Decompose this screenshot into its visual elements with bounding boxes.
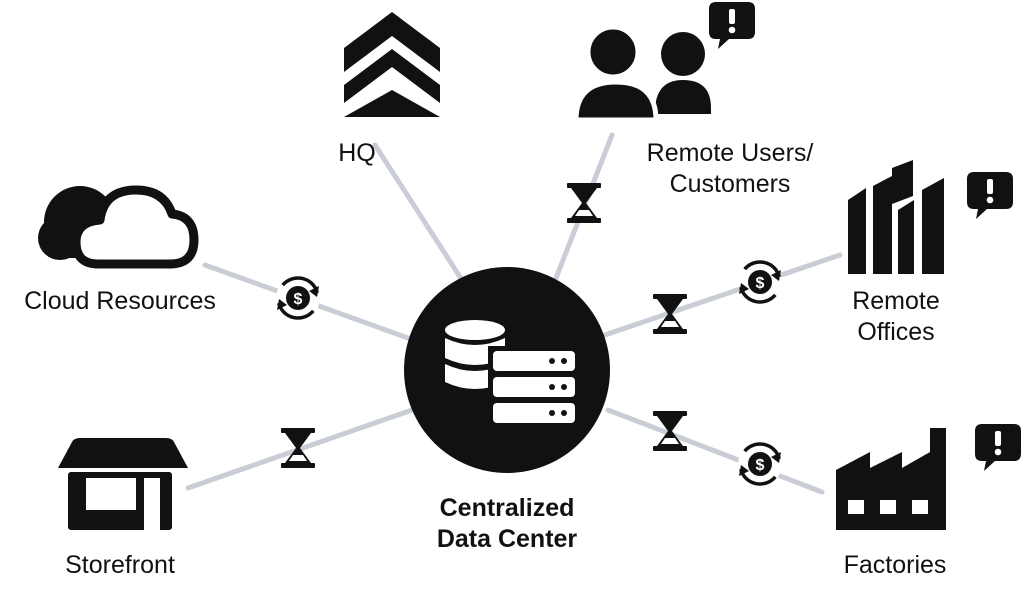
label-remote-users: Remote Users/ Customers <box>630 138 830 200</box>
hourglass-icon <box>567 183 601 223</box>
dollar-cycle-icon <box>274 274 322 322</box>
storefront-icon <box>58 438 188 530</box>
dollar-cycle-icon <box>736 258 784 306</box>
label-data-center-line2: Data Center <box>436 525 578 553</box>
label-hq-line1: HQ <box>338 139 376 167</box>
data-center-node <box>404 267 610 473</box>
office-buildings-icon <box>848 160 944 274</box>
hourglass-icon <box>653 294 687 334</box>
alert-bubble-icon <box>709 2 755 49</box>
alert-bubble-icon <box>967 172 1013 219</box>
cloud-icon <box>38 185 199 269</box>
label-factories-line1: Factories <box>843 551 947 579</box>
dollar-cycle-icon <box>736 440 784 488</box>
label-storefront-line1: Storefront <box>65 551 175 579</box>
label-remote-users-line2: Customers <box>669 170 791 198</box>
label-remote-offices-line1: Remote <box>852 287 940 315</box>
label-data-center: Centralized Data Center <box>407 493 607 555</box>
label-remote-offices-line2: Offices <box>857 318 935 346</box>
label-storefront: Storefront <box>50 550 190 581</box>
label-data-center-line1: Centralized <box>439 494 575 522</box>
alert-bubble-icon <box>975 424 1021 471</box>
connector-hq <box>372 142 465 283</box>
users-icon <box>573 24 711 123</box>
label-factories: Factories <box>830 550 960 581</box>
chevron-stack-icon <box>344 12 440 117</box>
connector-remote-offices <box>602 252 843 338</box>
label-cloud-line1: Cloud Resources <box>24 287 216 315</box>
label-remote-users-line1: Remote Users/ <box>646 139 814 167</box>
label-remote-offices: Remote Offices <box>836 286 956 348</box>
connector-factories <box>605 407 825 495</box>
label-cloud: Cloud Resources <box>10 286 230 317</box>
label-hq: HQ <box>332 138 382 169</box>
database-server-icon <box>445 320 580 430</box>
factory-icon <box>836 428 946 530</box>
